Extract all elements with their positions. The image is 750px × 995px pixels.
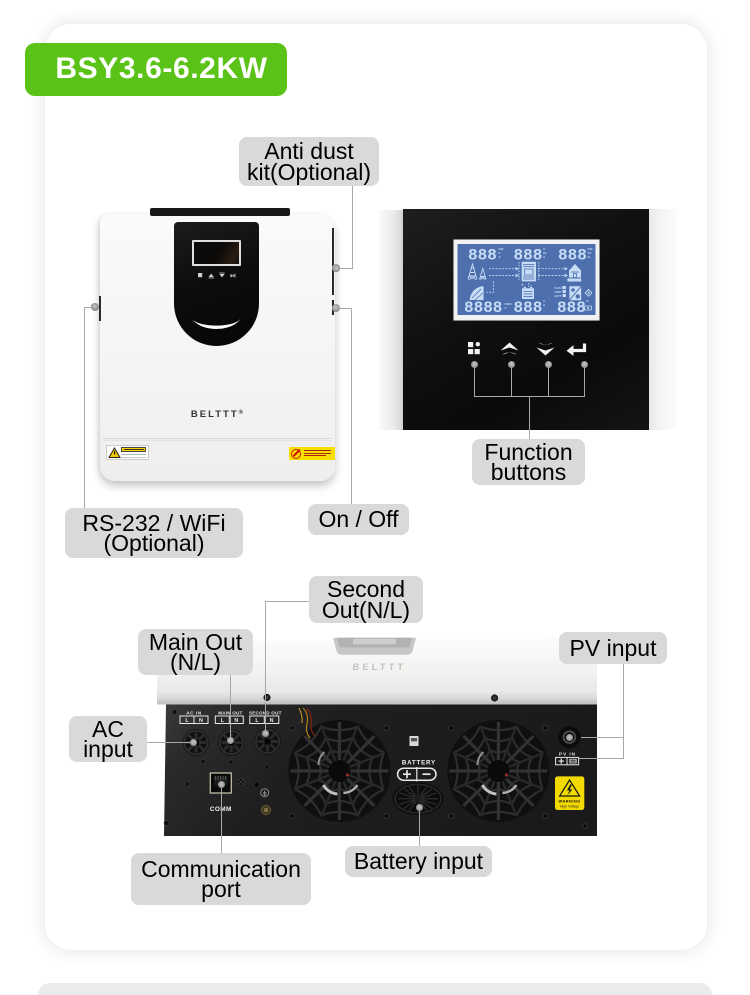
svg-text:V: V [505, 306, 507, 310]
svg-text:FAULT: FAULT [555, 286, 564, 290]
svg-text:8888: 8888 [464, 299, 502, 317]
svg-text:%: % [586, 299, 589, 303]
svg-text:N: N [234, 718, 238, 724]
svg-text:KWH: KWH [505, 302, 512, 306]
svg-text:Hz: Hz [543, 251, 547, 255]
svg-text:%: % [588, 255, 591, 259]
svg-text:V: V [499, 251, 501, 255]
svg-text:High Voltage: High Voltage [560, 804, 579, 808]
svg-text:PV IN: PV IN [559, 752, 576, 757]
svg-text:VA: VA [588, 251, 593, 255]
svg-text:A: A [543, 303, 546, 307]
svg-text:AC IN: AC IN [186, 711, 202, 716]
svg-text:888: 888 [514, 299, 543, 317]
svg-text:COMM: COMM [210, 806, 232, 813]
svg-text:N: N [199, 718, 203, 724]
svg-text:888: 888 [514, 247, 543, 265]
svg-text:V: V [543, 247, 545, 251]
svg-text:A: A [499, 255, 502, 259]
svg-text:GRID: GRID [555, 290, 562, 294]
svg-text:V: V [543, 299, 545, 303]
svg-text:-: - [531, 283, 533, 288]
svg-text:KW: KW [588, 247, 593, 251]
svg-text:N: N [270, 718, 274, 724]
svg-text:L: L [185, 718, 189, 724]
svg-text:888: 888 [557, 299, 586, 317]
svg-text:888: 888 [558, 247, 587, 265]
svg-text:+: + [521, 283, 524, 288]
svg-text:BATT: BATT [555, 294, 562, 298]
svg-text:BATTERY: BATTERY [402, 760, 436, 767]
svg-text:BELTTT: BELTTT [352, 662, 407, 673]
svg-text:A: A [543, 255, 546, 259]
svg-text:KW: KW [499, 247, 504, 251]
svg-text:WARNING: WARNING [559, 798, 581, 803]
svg-text:888: 888 [468, 247, 497, 265]
svg-text:L: L [221, 718, 225, 724]
svg-text:L: L [255, 718, 259, 724]
